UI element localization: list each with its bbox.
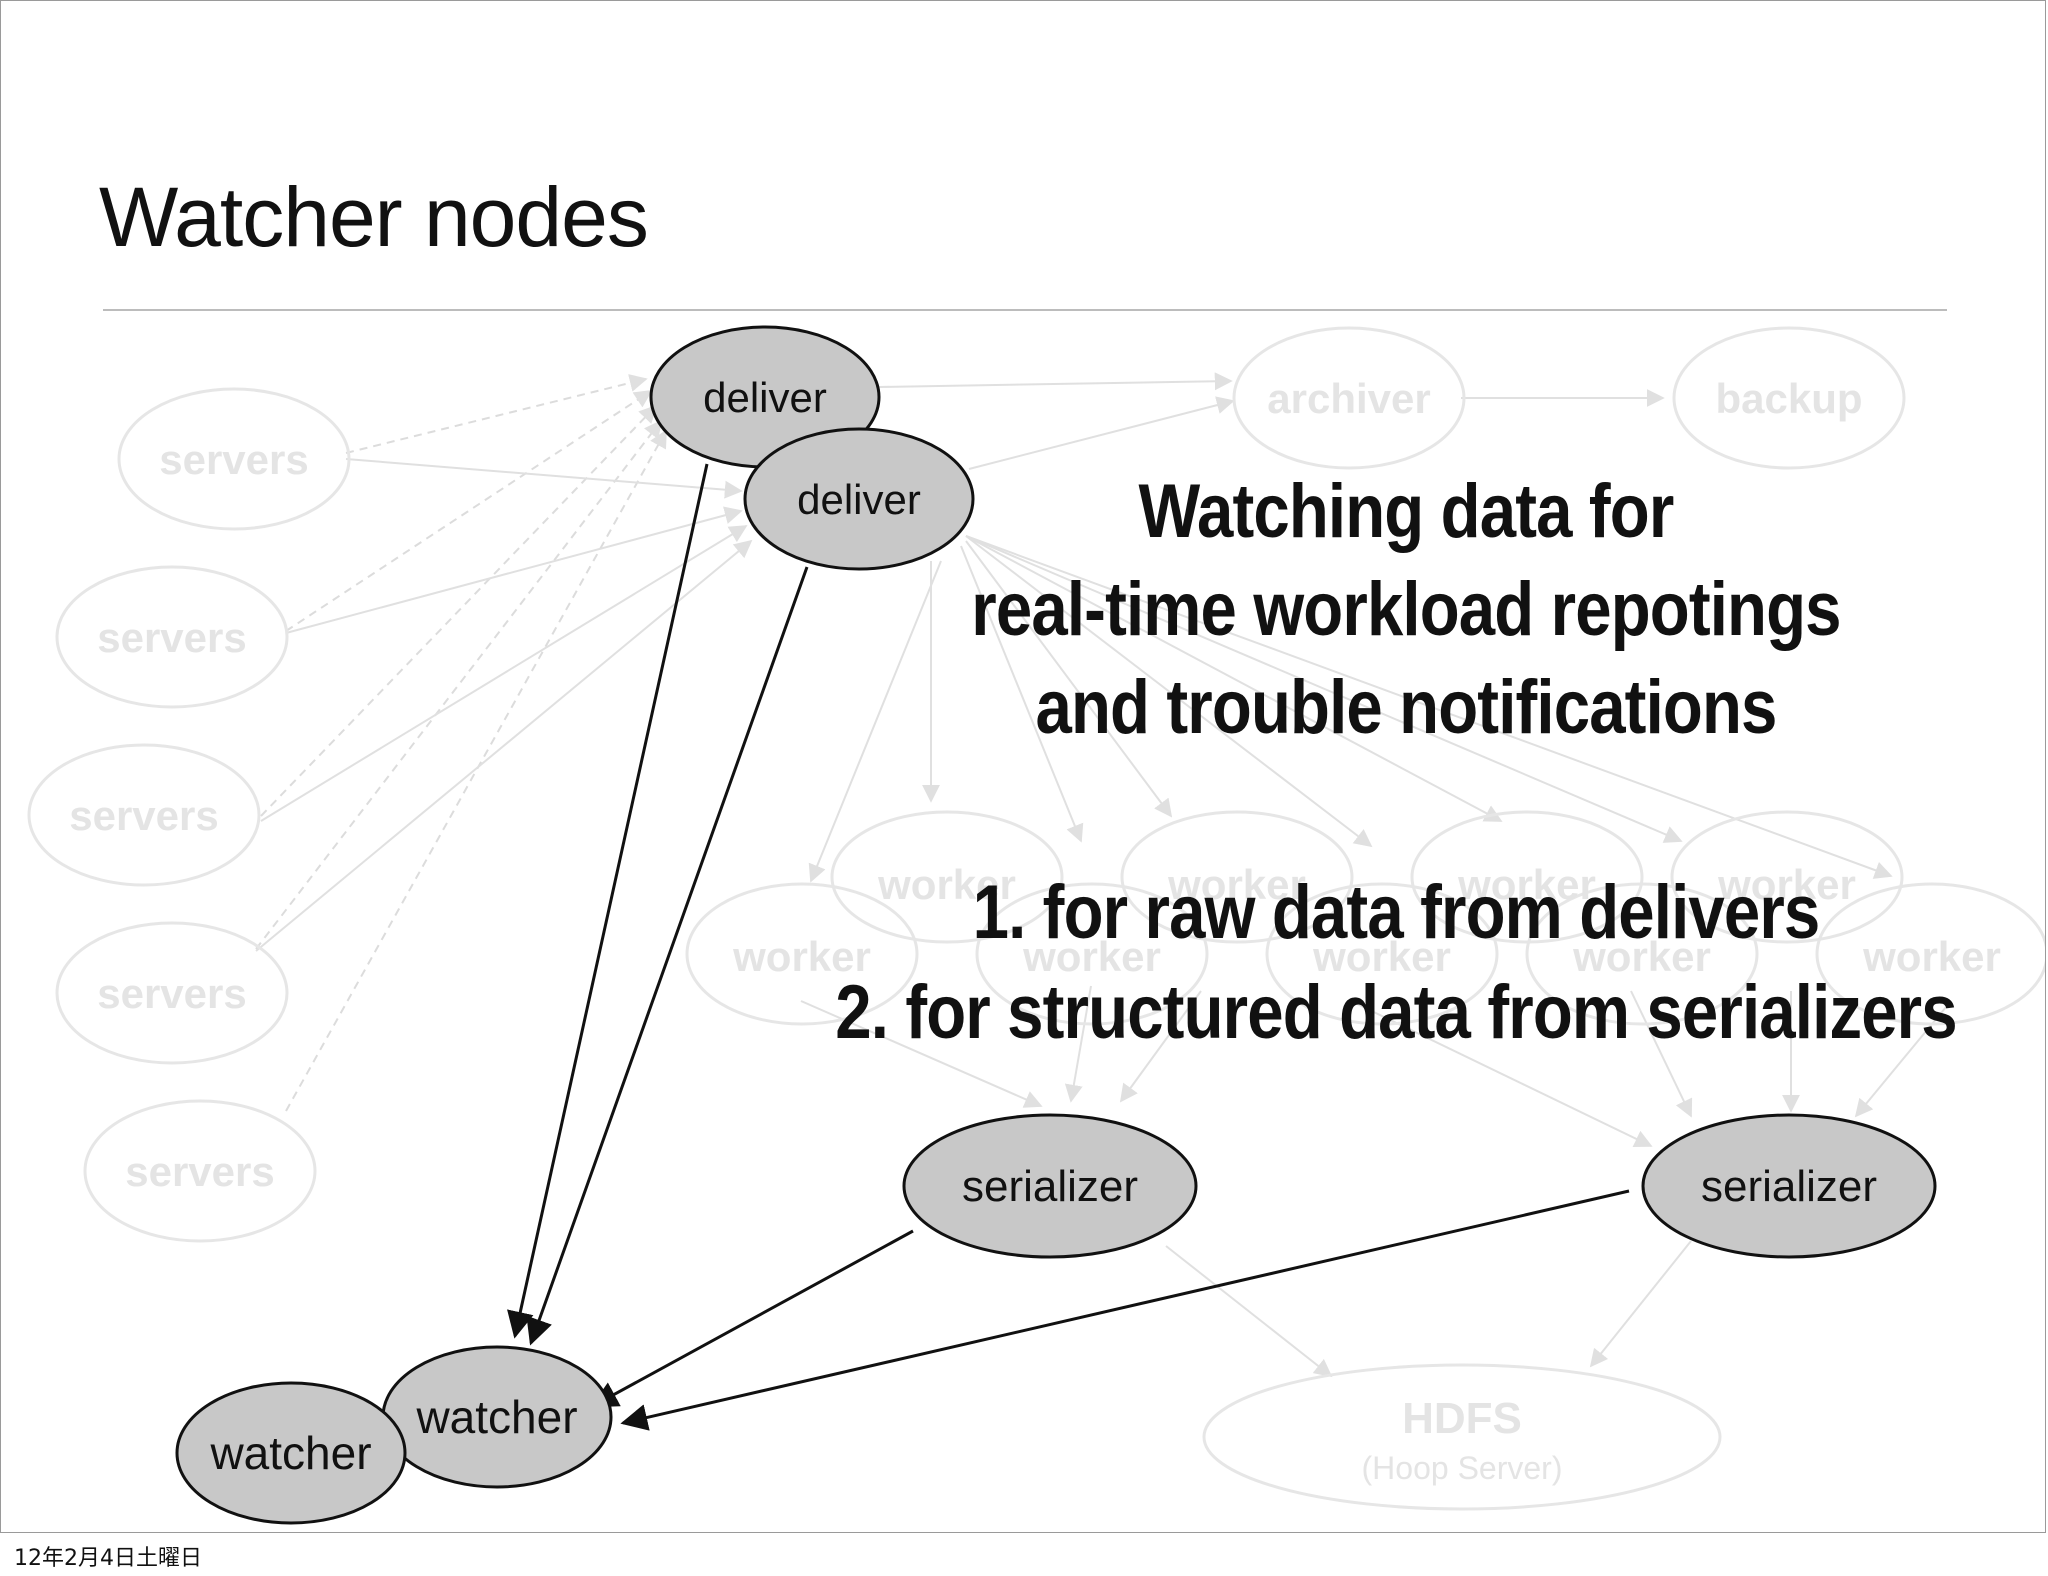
edge-serializer-watcher	[620, 1189, 1630, 1431]
slide: Watcher nodes	[0, 0, 2046, 1533]
worker-node	[1265, 882, 1499, 1026]
backup-label: backup	[1715, 375, 1862, 422]
worker-label: worker	[1572, 933, 1711, 980]
slide-title: Watcher nodes	[99, 170, 649, 264]
edge-deliver-watcher	[526, 566, 809, 1346]
overlay-list: 1. for raw data from delivers 2. for str…	[741, 863, 2045, 1063]
deliver-node	[743, 427, 975, 571]
edge-deliver-watcher	[507, 463, 709, 1339]
faded-labels: servers servers servers servers servers …	[69, 375, 2001, 1486]
serializer-label: serializer	[1701, 1162, 1877, 1211]
servers-label: servers	[125, 1148, 274, 1195]
servers-node	[27, 743, 261, 887]
watcher-label: watcher	[209, 1427, 371, 1479]
faded-edges-dashed	[255, 374, 667, 1112]
watcher-diagram: servers servers servers servers servers …	[27, 325, 2045, 1525]
overlay-list-item: 1. for raw data from delivers	[972, 870, 1821, 955]
worker-node	[1410, 810, 1644, 944]
worker-label: worker	[1717, 861, 1856, 908]
footer-date: 12年2月4日土曜日	[14, 1546, 202, 1571]
servers-node	[55, 565, 289, 709]
servers-label: servers	[97, 614, 246, 661]
overlay-heading: Watching data for real-time workload rep…	[761, 463, 2045, 757]
serializer-node	[1641, 1113, 1937, 1259]
servers-label: servers	[159, 436, 308, 483]
worker-label: worker	[877, 861, 1016, 908]
watcher-node	[175, 1381, 407, 1525]
hdfs-label: HDFS	[1402, 1394, 1522, 1443]
servers-label: servers	[97, 970, 246, 1017]
worker-node	[1815, 882, 2045, 1026]
watcher-label: watcher	[415, 1391, 577, 1443]
overlay-heading-line: real-time workload repotings	[971, 567, 1841, 652]
overlay-list-item: 2. for structured data from serializers	[835, 970, 1957, 1055]
worker-label: worker	[1862, 933, 2001, 980]
overlay-heading-line: Watching data for	[1138, 469, 1675, 554]
worker-node	[685, 882, 919, 1026]
highlighted-labels: deliver deliver serializer serializer wa…	[209, 374, 1877, 1479]
worker-label: worker	[1167, 861, 1306, 908]
hdfs-sublabel: (Hoop Server)	[1362, 1450, 1563, 1486]
highlighted-nodes	[175, 325, 1937, 1525]
servers-node	[55, 921, 289, 1065]
serializer-node	[902, 1113, 1198, 1259]
servers-label: servers	[69, 792, 218, 839]
worker-node	[1670, 810, 1904, 944]
title-divider	[103, 309, 1947, 311]
edge-serializer-watcher	[590, 1229, 914, 1408]
servers-node	[83, 1099, 317, 1243]
backup-node	[1672, 326, 1906, 470]
worker-label: worker	[1457, 861, 1596, 908]
serializer-label: serializer	[962, 1162, 1138, 1211]
worker-node	[830, 810, 1064, 944]
hdfs-node	[1202, 1363, 1722, 1511]
worker-node	[1120, 810, 1354, 944]
deliver-label: deliver	[703, 374, 827, 421]
deliver-label: deliver	[797, 476, 921, 523]
archiver-node	[1232, 326, 1466, 470]
worker-label: worker	[1022, 933, 1161, 980]
worker-node	[1525, 882, 1759, 1026]
overlay-heading-line: and trouble notifications	[1035, 665, 1777, 750]
faded-nodes	[27, 326, 2045, 1511]
worker-node	[975, 882, 1209, 1026]
archiver-label: archiver	[1267, 375, 1430, 422]
servers-node	[117, 387, 351, 531]
watcher-edges	[507, 463, 1630, 1431]
worker-label: worker	[1312, 933, 1451, 980]
worker-label: worker	[732, 933, 871, 980]
